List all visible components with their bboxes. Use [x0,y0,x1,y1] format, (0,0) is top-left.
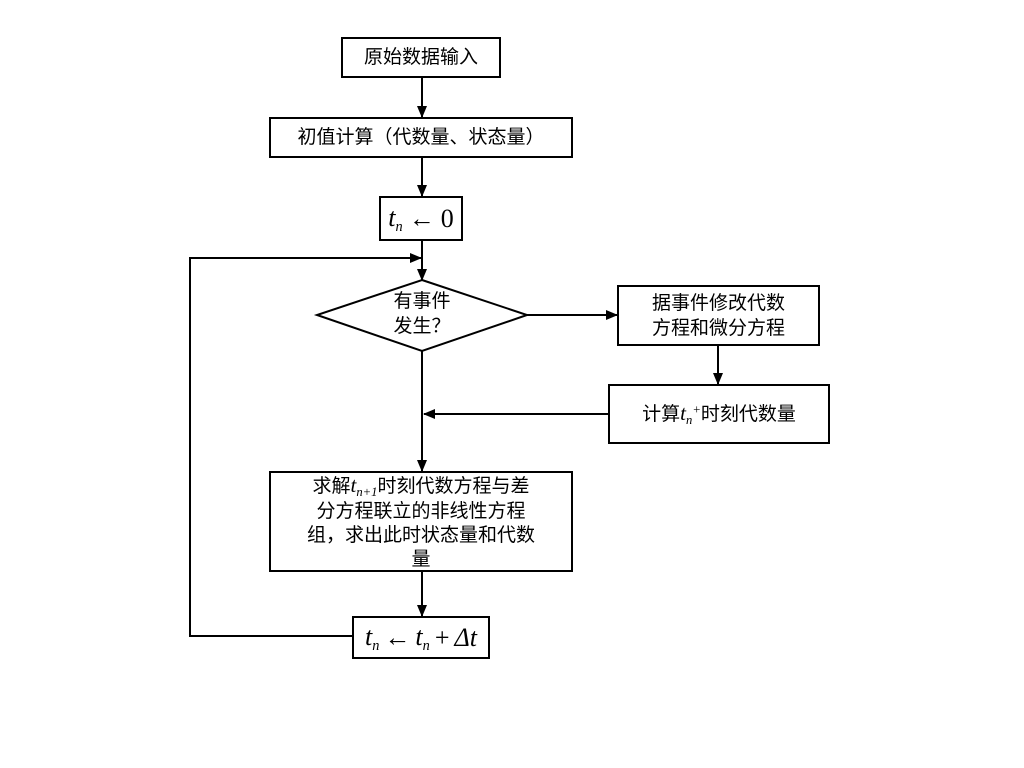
decision-line-2: 发生？ [393,314,451,337]
node-initial-values-label: 初值计算（代数量、状态量） [297,126,545,149]
solve-line-3: 组，求出此时状态量和代数 [306,523,535,546]
node-time-step: tn ← tn + Δt [352,616,490,659]
decision-label: 有事件 发生？ [362,289,482,338]
step-time-var: tn [365,621,380,654]
assign-arrow: ← [408,203,435,233]
modify-line-2: 方程和微分方程 [651,316,785,339]
step-assign-arrow: ← [384,622,411,652]
node-data-input: 原始数据输入 [341,37,501,78]
decision-line-1: 有事件 [393,290,451,312]
node-data-input-label: 原始数据输入 [363,46,478,69]
modify-line-1: 据事件修改代数 [651,292,785,315]
node-set-time-zero: tn ← 0 [379,196,463,241]
calc-suffix: 时刻代数量 [700,402,796,425]
node-modify-equations: 据事件修改代数 方程和微分方程 [617,285,820,346]
calc-time-var: tn+ [680,401,701,427]
node-initial-values: 初值计算（代数量、状态量） [269,117,573,158]
solve-line-4: 量 [411,547,431,570]
node-solve-system: 求解tn+1时刻代数方程与差 分方程联立的非线性方程 组，求出此时状态量和代数 … [269,471,573,572]
step-delta-t: Δt [454,622,477,652]
solve-line-2: 分方程联立的非线性方程 [316,500,526,523]
calc-prefix: 计算 [642,402,681,425]
solve-line-1: 求解tn+1时刻代数方程与差 [312,472,530,499]
loop-back-connector [189,253,422,637]
step-plus: + [434,622,450,652]
step-time-var-2: tn [415,621,430,654]
time-var: tn [388,202,403,235]
zero-value: 0 [440,203,454,233]
